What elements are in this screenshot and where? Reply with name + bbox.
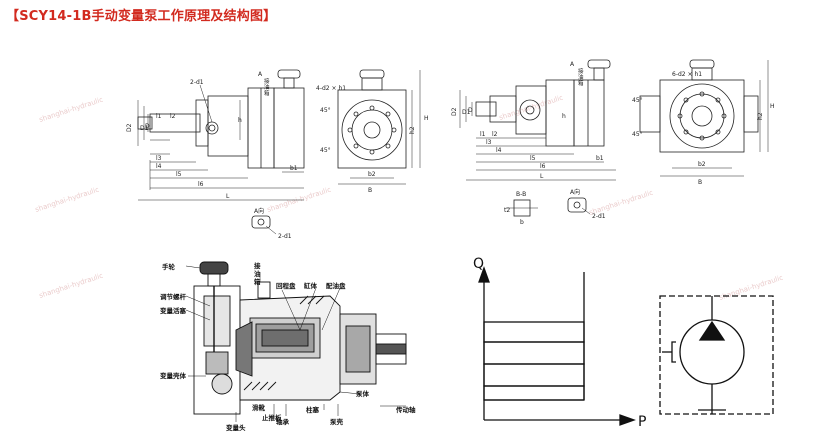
label: b: [520, 219, 524, 226]
label: 箱: [254, 277, 261, 286]
watermark: shanghai-hydraulic: [498, 94, 564, 122]
label: D: [145, 123, 150, 130]
watermark: shanghai-hydraulic: [38, 272, 104, 300]
label: h: [238, 117, 242, 124]
section-labels: 手轮 调节螺杆 变量活塞 变量壳体 接 油 箱 回程盘 缸体 配油盘 滑靴 止推…: [160, 261, 416, 432]
label: 配油盘: [326, 281, 346, 290]
label: 箱: [578, 79, 584, 87]
label: l3: [486, 139, 492, 146]
label: D2: [126, 123, 133, 132]
label: l2: [170, 113, 176, 120]
view1-end-labels: 4-d2 × h1 45° 45° b2 B h2 H: [316, 85, 429, 194]
label: 2-d1: [592, 213, 606, 220]
label: h2: [409, 126, 416, 134]
label: 45°: [320, 147, 331, 154]
label: H: [770, 103, 775, 110]
watermark: shanghai-hydraulic: [34, 186, 100, 214]
p-axis-label: P: [638, 414, 646, 430]
watermark: shanghai-hydraulic: [38, 96, 104, 124]
label: l6: [540, 163, 546, 170]
view1-end-view: [337, 69, 421, 185]
label: D2: [451, 107, 458, 116]
label: l4: [496, 147, 502, 154]
label: 轴承: [276, 417, 290, 426]
label: b1: [596, 155, 604, 162]
label: 油: [578, 73, 584, 81]
label: l6: [198, 181, 204, 188]
label: H: [424, 115, 429, 122]
label: 止推板: [262, 413, 282, 422]
label: 45°: [632, 97, 643, 104]
watermark: shanghai-hydraulic: [718, 274, 784, 302]
label: 接: [254, 261, 261, 270]
label: B: [698, 179, 702, 186]
label: 泵体: [355, 389, 370, 398]
label: 传动轴: [395, 405, 416, 414]
page-title: 【SCY14-1B手动变量泵工作原理及结构图】: [6, 9, 277, 24]
q-axis-label: Q: [473, 256, 484, 272]
qp-graph: [478, 266, 636, 426]
label: 2-d1: [278, 233, 292, 240]
label: 变量头: [226, 423, 246, 432]
label: D: [468, 107, 473, 114]
label: B: [368, 187, 372, 194]
view1-labels: A 接 油 箱 2-d1 l1 l2 D2 D1 D l3 l4 l5 l6 b…: [126, 71, 298, 240]
label: 接: [578, 67, 584, 75]
view2-side-elevation: [459, 59, 616, 217]
label: 缸体: [303, 281, 318, 290]
label: t2: [504, 207, 510, 214]
label: A: [258, 71, 263, 78]
label: l1: [480, 131, 486, 138]
label: b2: [368, 171, 376, 178]
label: 滑靴: [252, 403, 266, 412]
label: l5: [176, 171, 182, 178]
label: D1: [140, 125, 149, 132]
label: 手轮: [162, 262, 176, 271]
label: l1: [156, 113, 162, 120]
label: 45°: [632, 131, 643, 138]
view2-end-labels: 6-d2 × h1 45° 45° b2 B h2 H: [632, 71, 775, 186]
label: L: [226, 193, 230, 200]
label: h: [562, 113, 566, 120]
view2-end-view: [639, 59, 769, 177]
label: 调节螺杆: [160, 292, 187, 301]
label: 接: [264, 77, 270, 85]
label: 2-d1: [190, 79, 204, 86]
view2-labels: A 接 油 箱 D2 D1 D l1 l2 l3 l4 l5 l6 b1 L h…: [451, 61, 606, 226]
label: 变量活塞: [160, 306, 187, 315]
label: l5: [530, 155, 536, 162]
label: 45°: [320, 107, 331, 114]
view1-side-elevation: [137, 69, 305, 235]
label: 变量壳体: [160, 371, 187, 380]
label: 6-d2 × h1: [672, 71, 702, 78]
label: D1: [462, 109, 471, 116]
label: 油: [254, 269, 261, 278]
label: B-B: [516, 191, 526, 198]
label: 回程盘: [276, 281, 296, 290]
label: A: [570, 61, 575, 68]
label: A向: [570, 188, 580, 196]
label: l3: [156, 155, 162, 162]
label: b1: [290, 165, 298, 172]
label: 箱: [264, 89, 270, 97]
label: h2: [757, 112, 764, 120]
label: L: [540, 173, 544, 180]
label: b2: [698, 161, 706, 168]
label: 4-d2 × h1: [316, 85, 346, 92]
label: l4: [156, 163, 162, 170]
label: 柱塞: [306, 405, 320, 414]
label: A向: [254, 207, 264, 215]
label: 油: [264, 83, 270, 91]
label: 泵壳: [329, 417, 344, 426]
pump-symbol: [659, 295, 774, 415]
pump-section-view: [185, 261, 407, 422]
label: l2: [492, 131, 498, 138]
